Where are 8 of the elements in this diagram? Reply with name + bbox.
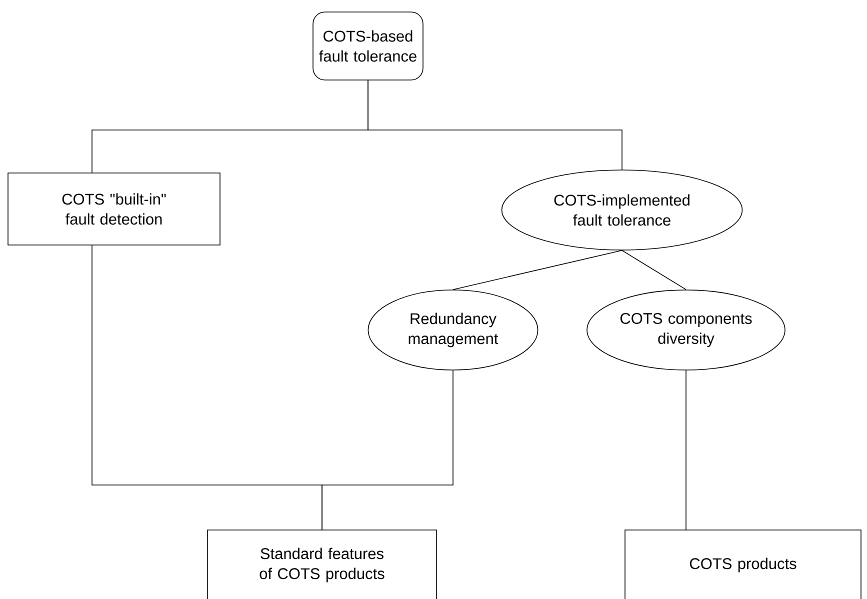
process-box: Standard features of COTS products [207,530,437,599]
process-box: COTS "built-in" fault detection [8,172,220,246]
connector-line [452,250,622,290]
connector-line [322,370,454,530]
root-box: COTS-based fault tolerance [312,12,424,80]
connector-line [622,250,686,290]
process-box: COTS products [624,530,862,599]
connector-line [368,80,622,170]
